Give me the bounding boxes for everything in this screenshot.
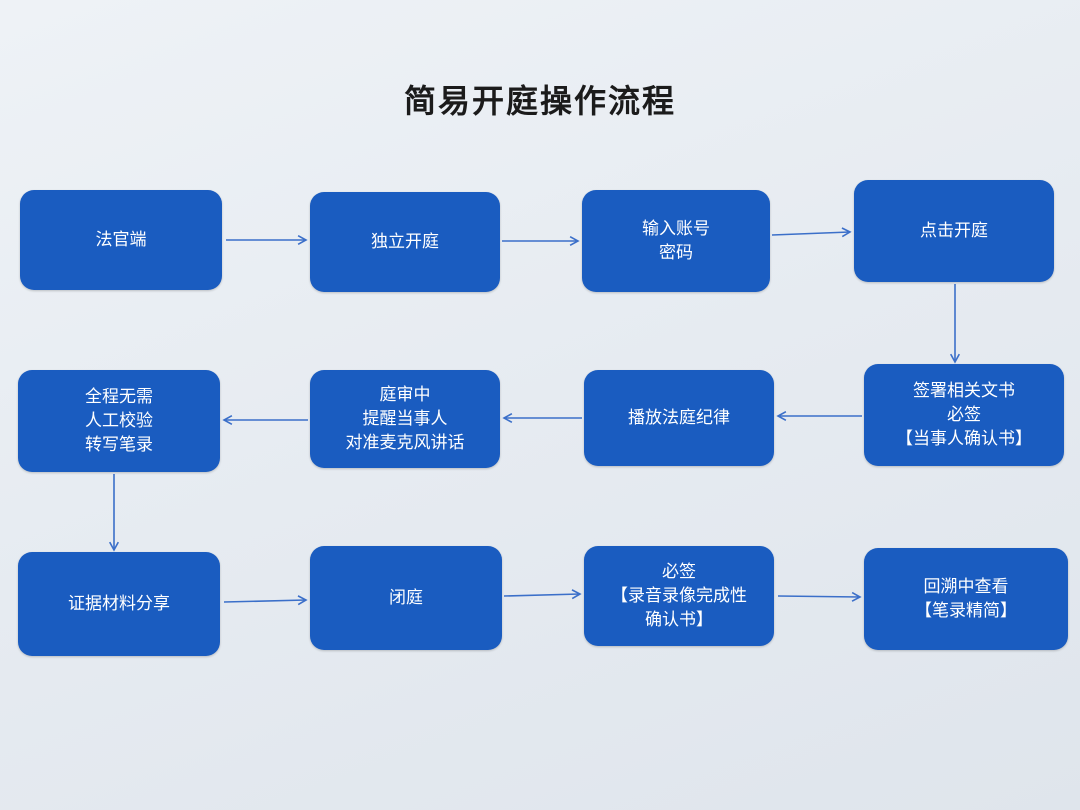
page-title: 简易开庭操作流程 xyxy=(403,82,676,120)
flow-step-text: 签署相关文书 xyxy=(913,381,1015,401)
flow-step-text: 独立开庭 xyxy=(371,232,439,252)
flow-step-text: 确认书】 xyxy=(645,610,713,630)
flow-step-text: 法官端 xyxy=(95,230,147,250)
flow-step-4: 点击开庭 xyxy=(854,180,1054,282)
flow-step-text: 庭审中 xyxy=(379,385,431,405)
flow-step-text: 密码 xyxy=(659,243,693,263)
flow-step-11: 必签【录音录像完成性确认书】 xyxy=(584,546,774,646)
flow-step-10: 闭庭 xyxy=(310,546,502,650)
flow-step-1: 法官端 xyxy=(20,190,222,290)
arrow xyxy=(222,414,308,426)
flow-step-3: 输入账号密码 xyxy=(582,190,770,292)
flow-step-text: 播放法庭纪律 xyxy=(628,408,730,428)
flow-step-text: 提醒当事人 xyxy=(362,409,448,429)
flow-step-9: 证据材料分享 xyxy=(18,552,220,656)
flow-step-text: 人工校验 xyxy=(85,411,153,431)
arrow xyxy=(502,235,580,247)
flow-step-text: 闭庭 xyxy=(389,588,423,608)
flow-step-6: 播放法庭纪律 xyxy=(584,370,774,466)
flow-step-text: 【笔录精简】 xyxy=(915,601,1017,621)
flow-step-text: 回溯中查看 xyxy=(923,577,1009,597)
flow-step-12: 回溯中查看【笔录精简】 xyxy=(864,548,1068,650)
arrow xyxy=(777,591,862,602)
flow-step-text: 【录音录像完成性 xyxy=(611,586,747,606)
flow-step-5: 签署相关文书必签【当事人确认书】 xyxy=(864,364,1064,466)
arrow xyxy=(771,227,852,238)
flow-step-text: 证据材料分享 xyxy=(68,594,170,614)
flow-step-text: 必签 xyxy=(947,405,981,425)
flow-step-8: 全程无需人工校验转写笔录 xyxy=(18,370,220,472)
arrow xyxy=(108,474,120,552)
flow-step-text: 点击开庭 xyxy=(920,221,988,241)
arrow xyxy=(776,410,862,422)
flow-step-text: 输入账号 xyxy=(642,219,710,239)
arrow xyxy=(503,589,582,600)
flow-step-text: 对准麦克风讲话 xyxy=(345,433,465,453)
arrow xyxy=(949,284,961,364)
flow-step-7: 庭审中提醒当事人对准麦克风讲话 xyxy=(310,370,500,468)
arrow xyxy=(223,595,308,606)
flow-step-text: 转写笔录 xyxy=(85,435,153,455)
flow-step-2: 独立开庭 xyxy=(310,192,500,292)
flow-step-text: 必签 xyxy=(662,562,696,582)
flow-step-text: 【当事人确认书】 xyxy=(896,429,1032,449)
flow-step-text: 全程无需 xyxy=(85,387,153,407)
arrow xyxy=(226,234,308,246)
arrow xyxy=(502,412,582,424)
